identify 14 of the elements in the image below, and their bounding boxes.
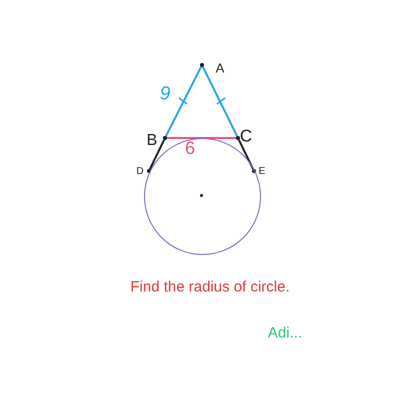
edge-label: 6 <box>185 139 195 157</box>
line-segment <box>238 139 254 170</box>
line-segment <box>202 66 238 137</box>
point-label: A <box>216 62 224 74</box>
signature-text: Adi... <box>268 326 302 340</box>
line-segment <box>167 137 236 139</box>
edge-label: 9 <box>160 84 170 104</box>
line-segment <box>148 139 166 170</box>
point-label: E <box>258 167 266 177</box>
point-label: C <box>240 128 252 144</box>
point-label: D <box>136 167 144 177</box>
question-text: Find the radius of circle. <box>130 280 290 294</box>
line-segment <box>165 66 202 137</box>
point-label: B <box>146 133 158 149</box>
